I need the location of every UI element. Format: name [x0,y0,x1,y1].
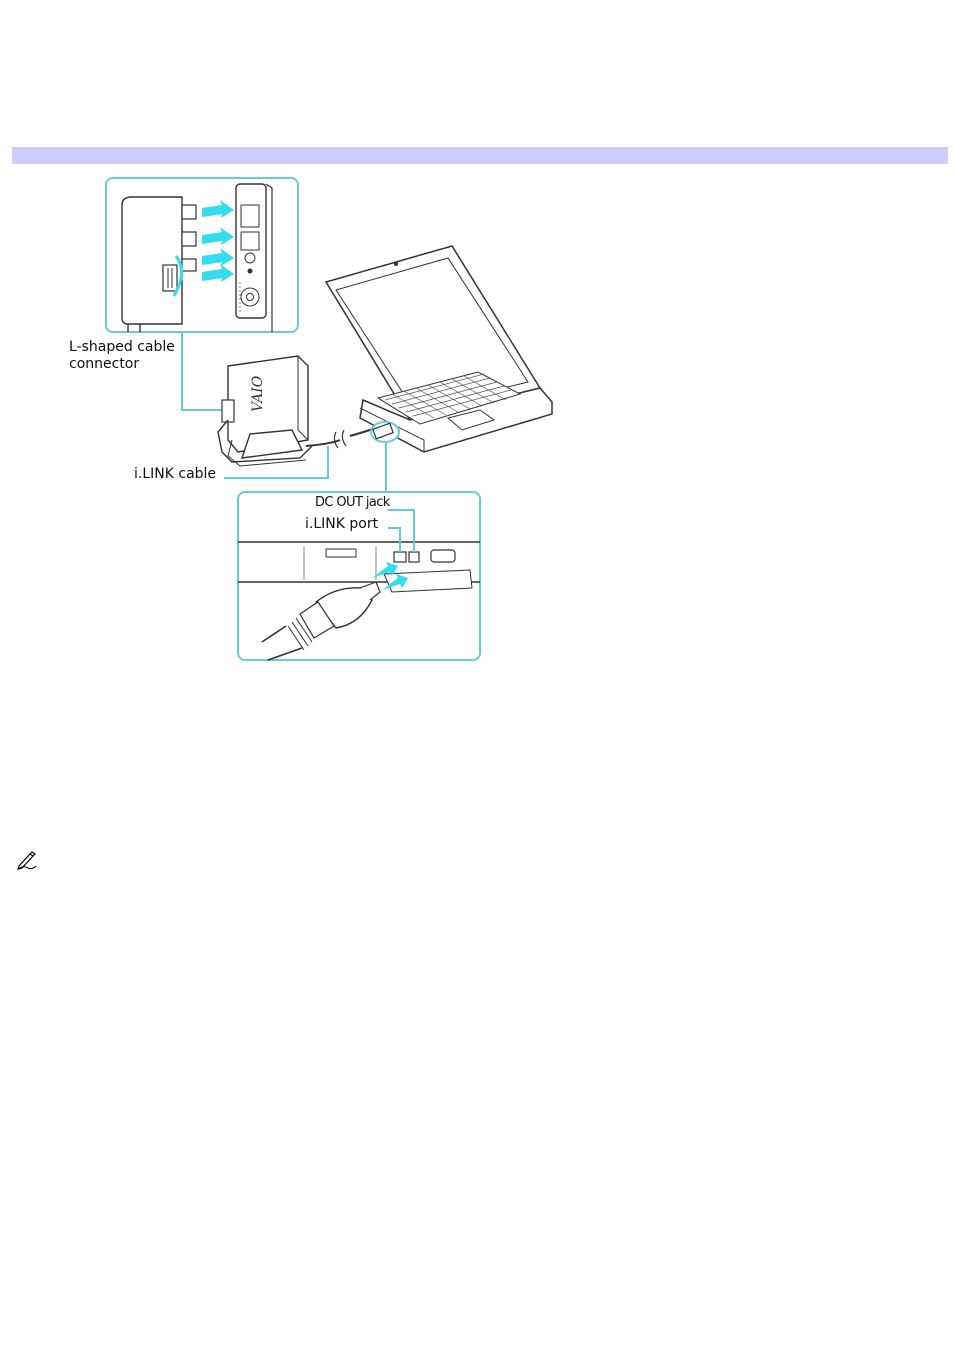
label-l-shaped-connector-line1: L-shaped cable [69,339,175,356]
vaio-logo-text: VAIO [250,375,266,412]
label-ilink-port: i.LINK port [305,516,378,533]
label-l-shaped-connector-line2: connector [69,356,139,373]
note-pencil-icon [16,850,38,870]
external-drive: VAIO [218,356,312,466]
label-ilink-cable: i.LINK cable [134,466,216,483]
label-dc-out-jack: DC OUT jack [315,494,390,511]
laptop [326,246,552,452]
cable-plug [371,422,399,494]
connector-detail-callout [106,178,298,332]
